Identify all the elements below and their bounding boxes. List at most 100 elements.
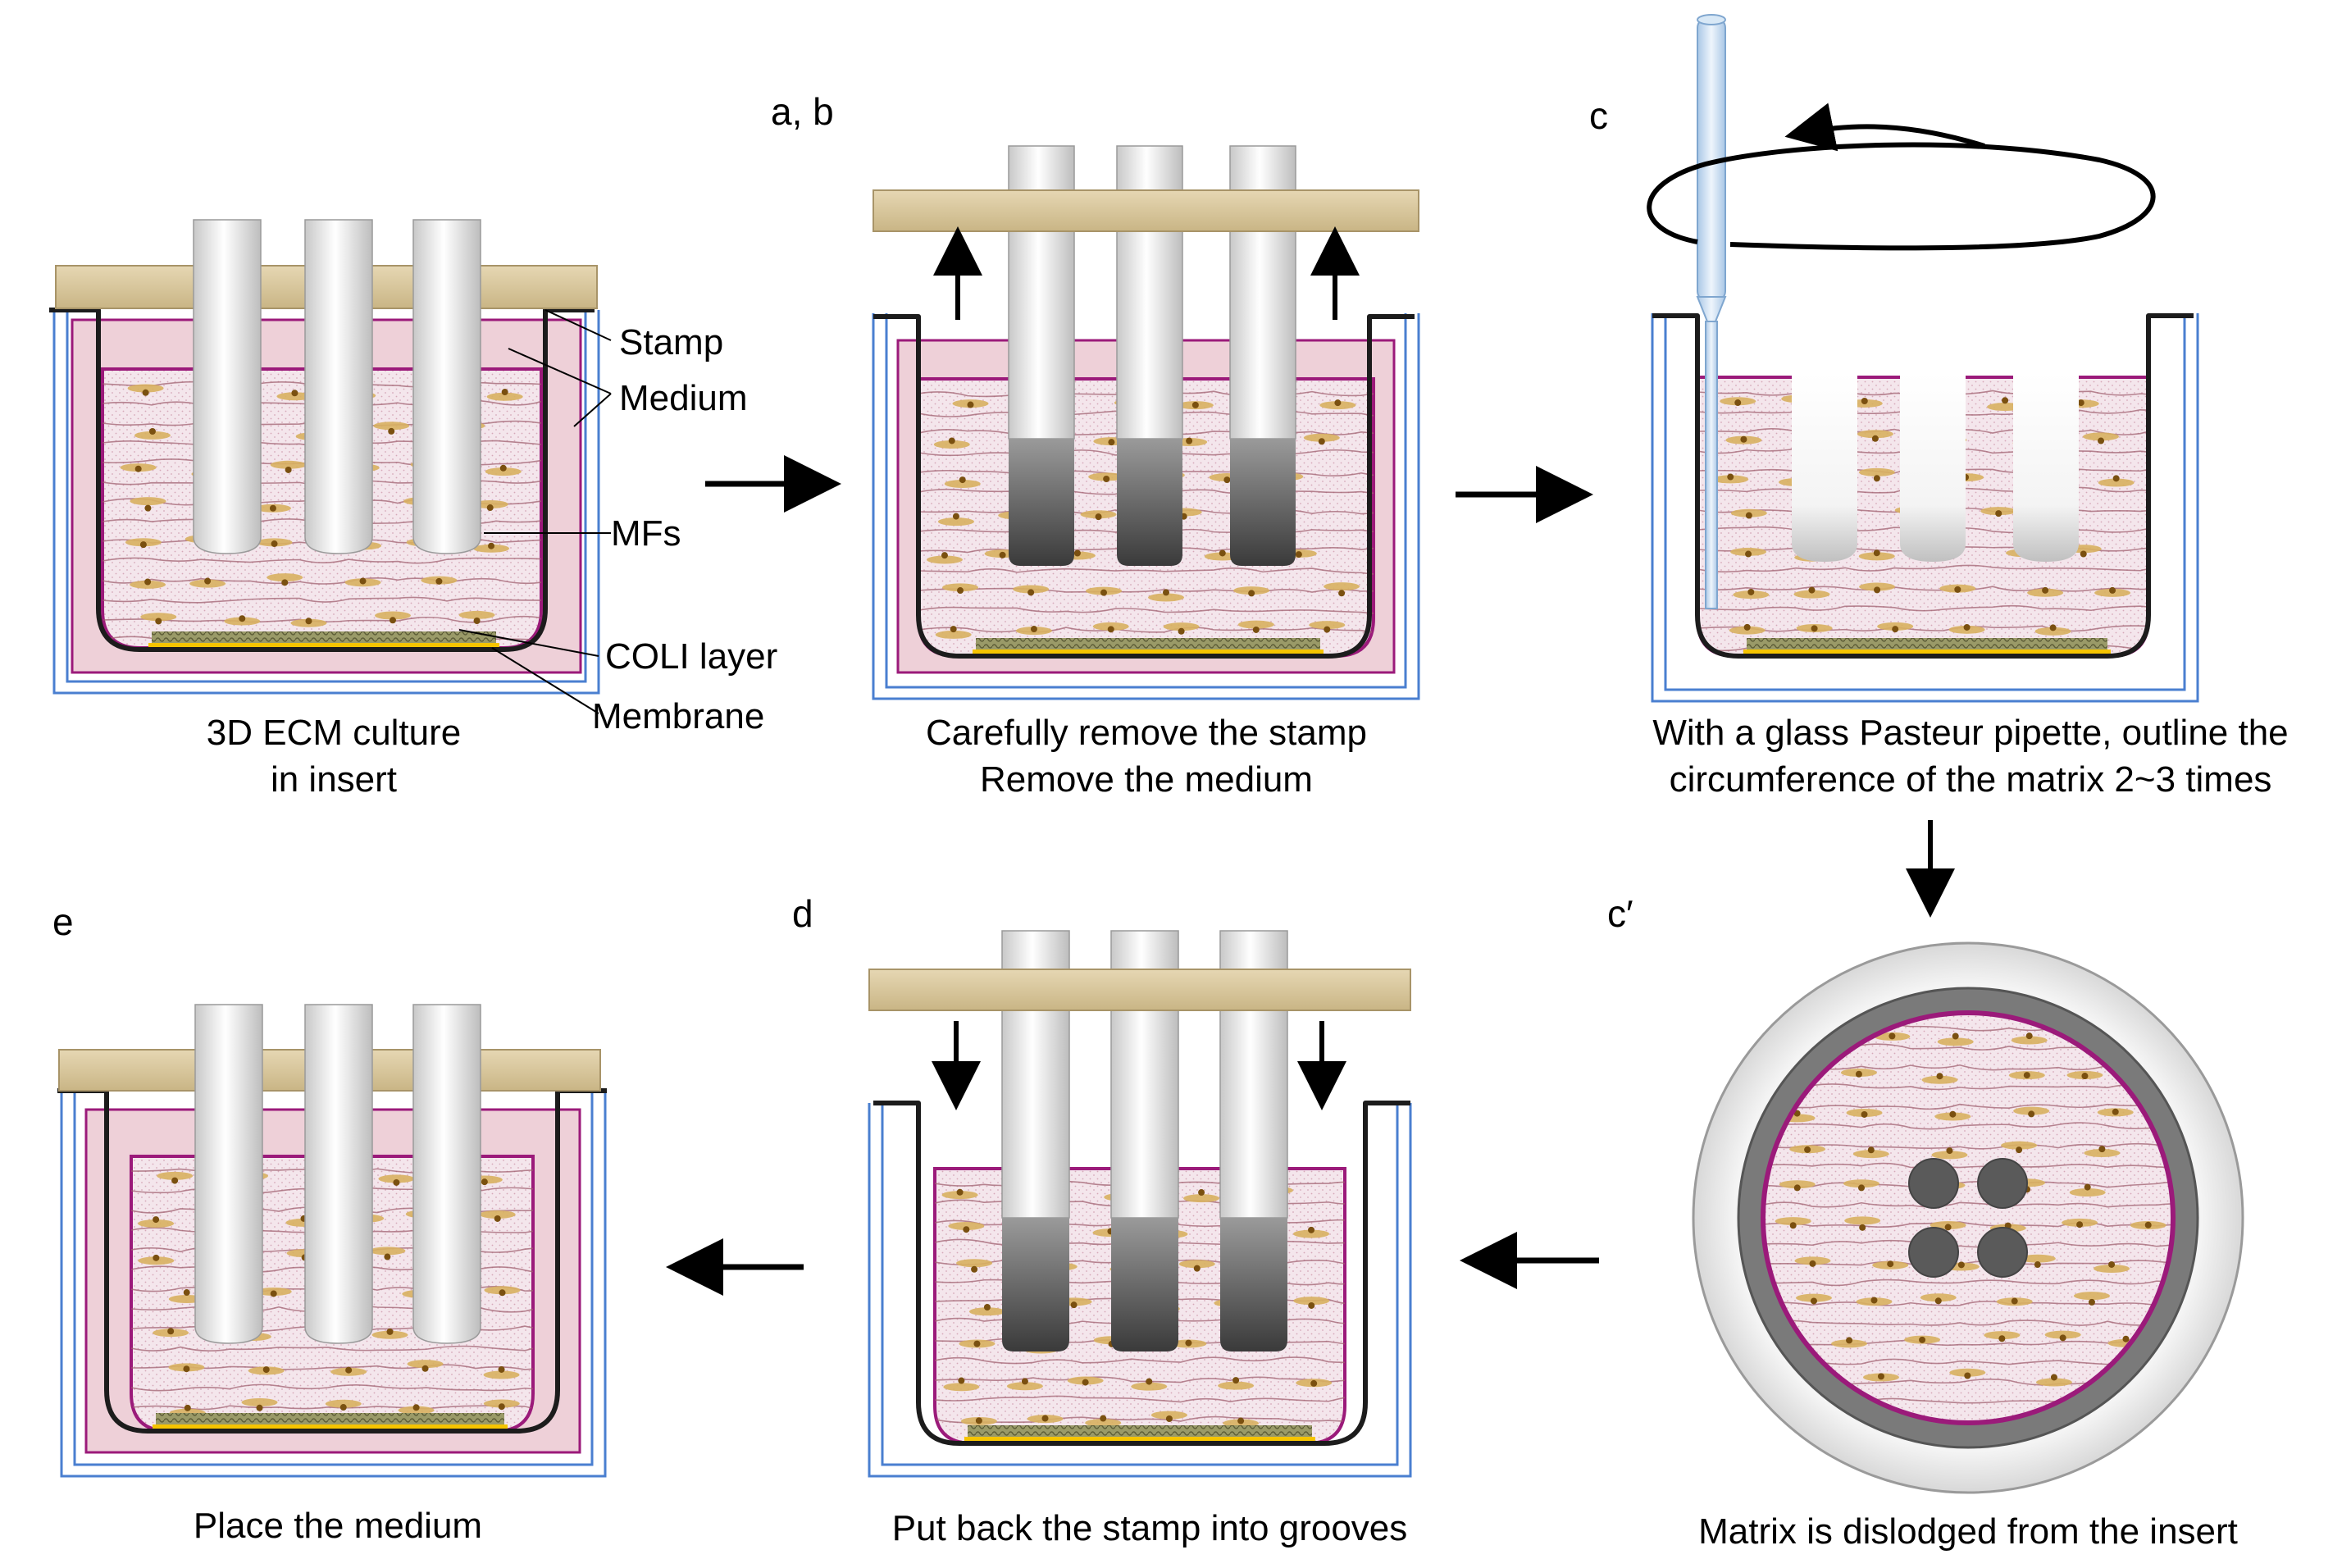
cell-nucleus (412, 1404, 420, 1411)
mf-cell (1856, 1297, 1893, 1306)
cell-body (1775, 1217, 1811, 1226)
fiber-line (1763, 1201, 2173, 1208)
cell-nucleus (1873, 549, 1880, 557)
cell-body (1857, 430, 1893, 439)
cell-body (1324, 582, 1360, 591)
callout-stamp: Stamp (619, 322, 723, 362)
cell-body (1858, 552, 1895, 561)
mf-cell (1857, 430, 1893, 442)
cell-body (1293, 1297, 1330, 1306)
cell-nucleus (1308, 1226, 1315, 1233)
cell-nucleus (1163, 589, 1170, 596)
insert-wall (49, 308, 595, 652)
cell-nucleus (1887, 1260, 1894, 1268)
mf-cell (1730, 547, 1767, 558)
cell-body (1150, 1411, 1187, 1420)
membrane (964, 1437, 1315, 1444)
mf-cell (2008, 1071, 2045, 1080)
outer-well (52, 310, 600, 695)
cell-nucleus (153, 1254, 160, 1261)
fiber-line (935, 1376, 1345, 1383)
cell-nucleus (971, 1265, 978, 1273)
mf-cell (1843, 1179, 1879, 1192)
membrane (1743, 650, 2111, 657)
cell-body (1237, 620, 1274, 629)
cell-nucleus (2122, 1335, 2130, 1342)
cell-nucleus (345, 1366, 353, 1374)
mf-cell (1846, 1108, 1883, 1118)
cell-nucleus (1232, 1377, 1240, 1384)
fiber-line (1697, 564, 2148, 573)
mf-cell (1948, 623, 1985, 634)
coli-layer (976, 638, 1320, 651)
cell-nucleus (1248, 590, 1255, 597)
cell-body (1309, 621, 1346, 630)
cell-nucleus (1100, 1415, 1107, 1422)
cell-nucleus (1146, 1378, 1153, 1385)
cell-nucleus (1808, 586, 1816, 594)
fiber-line (1697, 604, 2148, 612)
mf-cell (1939, 584, 1976, 593)
cell-nucleus (2059, 1334, 2066, 1342)
cell-nucleus (393, 1178, 400, 1186)
cell-body (944, 479, 981, 488)
mf-cell (1296, 1379, 1333, 1388)
caption-d: Put back the stamp into grooves (892, 1508, 1408, 1548)
cell-nucleus (1082, 1379, 1089, 1386)
mf-cell (937, 513, 974, 526)
mf-cell (2066, 1070, 2103, 1080)
cell-nucleus (386, 1328, 394, 1335)
insert-wall (57, 1088, 607, 1434)
cell-nucleus (155, 618, 162, 625)
mf-cell (2044, 1330, 2081, 1342)
cell-nucleus (134, 465, 142, 472)
cell-nucleus (1963, 623, 1971, 631)
peg-lower-wet (1220, 1218, 1287, 1351)
cell-nucleus (958, 1377, 965, 1384)
cell-body (1844, 1216, 1881, 1225)
peg-lower-wet (1009, 439, 1074, 566)
mf-cell (1178, 1260, 1215, 1272)
coli-layer (968, 1425, 1312, 1438)
cell-nucleus (952, 513, 959, 520)
cell-nucleus (1237, 1417, 1245, 1424)
cell-nucleus (1789, 1222, 1797, 1229)
mf-cell (1874, 1032, 1911, 1041)
mf-cell (1163, 622, 1200, 635)
cell-nucleus (1804, 1146, 1811, 1153)
cell-nucleus (2108, 1260, 2116, 1268)
mf-cell (959, 1339, 996, 1348)
mf-cell (153, 1328, 189, 1338)
cell-body (1293, 1229, 1330, 1238)
leader-line (508, 348, 612, 394)
cell-nucleus (1193, 1265, 1201, 1272)
mf-cell (1949, 1368, 1986, 1379)
cell-nucleus (1861, 398, 1868, 405)
cell-nucleus (388, 427, 395, 435)
caption-c-1: With a glass Pasteur pipette, outline th… (1652, 713, 2288, 753)
cell-nucleus (2112, 475, 2120, 482)
peg (193, 219, 262, 554)
mf-cell (2013, 1106, 2050, 1118)
mf-cell (2011, 1032, 2048, 1045)
cell-nucleus (421, 1365, 429, 1372)
mf-cell (2069, 1183, 2106, 1197)
mf-cell (2094, 586, 2131, 597)
mf-cell (1840, 1068, 1877, 1078)
fiber-line (1763, 1320, 2173, 1327)
mf-cell (138, 1216, 175, 1228)
peg (304, 219, 373, 554)
cell-nucleus (1877, 1373, 1884, 1380)
cell-nucleus (2023, 1072, 2030, 1079)
mf-cell (344, 577, 381, 587)
mf-cell (458, 610, 495, 625)
cell-nucleus (1811, 625, 1818, 632)
cell-body (956, 1259, 993, 1268)
cell-nucleus (2088, 1298, 2095, 1306)
cell-nucleus (305, 618, 312, 625)
mf-cell (1218, 1377, 1255, 1390)
pasteur-pipette (1696, 14, 1727, 609)
mf-cell (254, 504, 291, 513)
fiber-line (1763, 1142, 2173, 1150)
cell-body (1984, 1331, 2021, 1340)
